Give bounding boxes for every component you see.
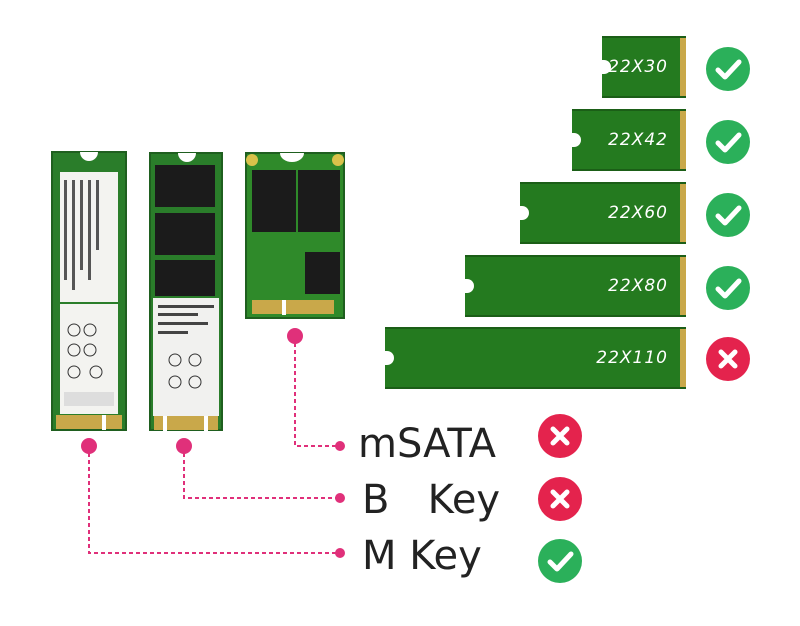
check-circle-icon [538, 539, 582, 583]
x-circle-icon [706, 337, 750, 381]
size-label: 22X80 [608, 276, 668, 296]
size-bar-22x30: 22X30 [601, 36, 686, 98]
size-label: 22X30 [608, 57, 668, 77]
x-circle-icon [538, 414, 582, 458]
msata-label: mSATA [358, 421, 497, 467]
b-key-connector-dot [176, 438, 192, 454]
size-bar-22x60: 22X60 [519, 182, 686, 244]
check-circle-icon [706, 266, 750, 310]
size-bar-22x42: 22X42 [571, 109, 686, 171]
msata-card [245, 152, 345, 319]
size-label: 22X60 [608, 203, 668, 223]
size-label: 22X110 [596, 348, 668, 368]
size-bar-22x80: 22X80 [464, 255, 686, 317]
b-key-label: B Key [362, 477, 501, 523]
x-circle-icon [538, 477, 582, 521]
m2-b-key-card [149, 152, 223, 431]
msata-connector-dot [287, 328, 303, 344]
m2-m-key-card [51, 151, 127, 431]
connector-lines [88, 336, 340, 554]
size-label: 22X42 [608, 130, 668, 150]
size-bar-22x110: 22X110 [384, 327, 686, 389]
check-circle-icon [706, 120, 750, 164]
check-circle-icon [706, 193, 750, 237]
check-circle-icon [706, 47, 750, 91]
m-key-label: M Key [362, 533, 482, 579]
m-key-connector-dot [81, 438, 97, 454]
